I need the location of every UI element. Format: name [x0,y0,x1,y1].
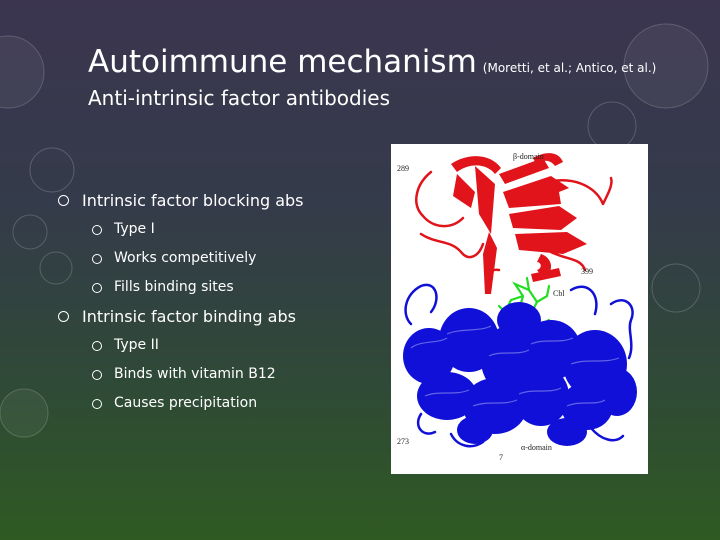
slide-subtitle: Anti-intrinsic factor antibodies [88,86,391,110]
protein-structure-figure: β-domain 289 399 Cbl 273 7 α-domain [391,144,648,474]
cbl-label: Cbl [553,289,565,298]
residue-399-label: 399 [581,267,593,276]
sub-bullet-text: Works competitively [114,250,257,266]
title-citation: (Moretti, et al.; Antico, et al.) [482,61,657,75]
protein-ribbon-diagram: β-domain 289 399 Cbl 273 7 α-domain [397,152,637,462]
bullet-list: Intrinsic factor blocking abs Type I Wor… [56,186,304,418]
residue-273-label: 273 [397,437,409,446]
slide-title: Autoimmune mechanism (Moretti, et al.; An… [88,44,656,80]
bubble [0,388,49,438]
title-text: Autoimmune mechanism [88,44,477,80]
bubble [0,35,45,109]
sub-bullet-item: Type II [56,331,304,360]
sub-bullet-text: Causes precipitation [114,395,258,411]
sub-bullet-text: Binds with vitamin B12 [114,366,276,382]
bullet-marker-icon [92,398,102,409]
bullet-text: Intrinsic factor blocking abs [82,191,304,210]
bullet-marker-icon [92,282,102,293]
residue-7-label: 7 [499,453,503,462]
bullet-marker-icon [92,253,102,264]
residue-289-label: 289 [397,164,409,173]
sub-bullet-item: Binds with vitamin B12 [56,360,304,389]
bullet-item: Intrinsic factor blocking abs [56,186,304,215]
bullet-marker-icon [92,224,102,235]
sub-bullet-text: Fills binding sites [114,279,234,295]
alpha-domain-ribbons [403,283,637,448]
bullet-marker-icon [92,369,102,380]
beta-domain-label: β-domain [513,152,544,161]
bubble [587,101,637,151]
sub-bullet-text: Type I [114,221,155,237]
beta-domain-ribbons [415,153,613,294]
sub-bullet-item: Works competitively [56,244,304,273]
bubble [651,263,701,313]
bullet-text: Intrinsic factor binding abs [82,307,296,326]
bullet-marker-icon [92,340,102,351]
sub-bullet-item: Fills binding sites [56,273,304,302]
sub-bullet-item: Type I [56,215,304,244]
bullet-item: Intrinsic factor binding abs [56,302,304,331]
sub-bullet-text: Type II [114,337,159,353]
bubble [12,214,48,250]
sub-bullet-item: Causes precipitation [56,389,304,418]
alpha-domain-label: α-domain [521,443,552,452]
bullet-marker-icon [58,194,69,206]
bullet-marker-icon [58,310,69,322]
